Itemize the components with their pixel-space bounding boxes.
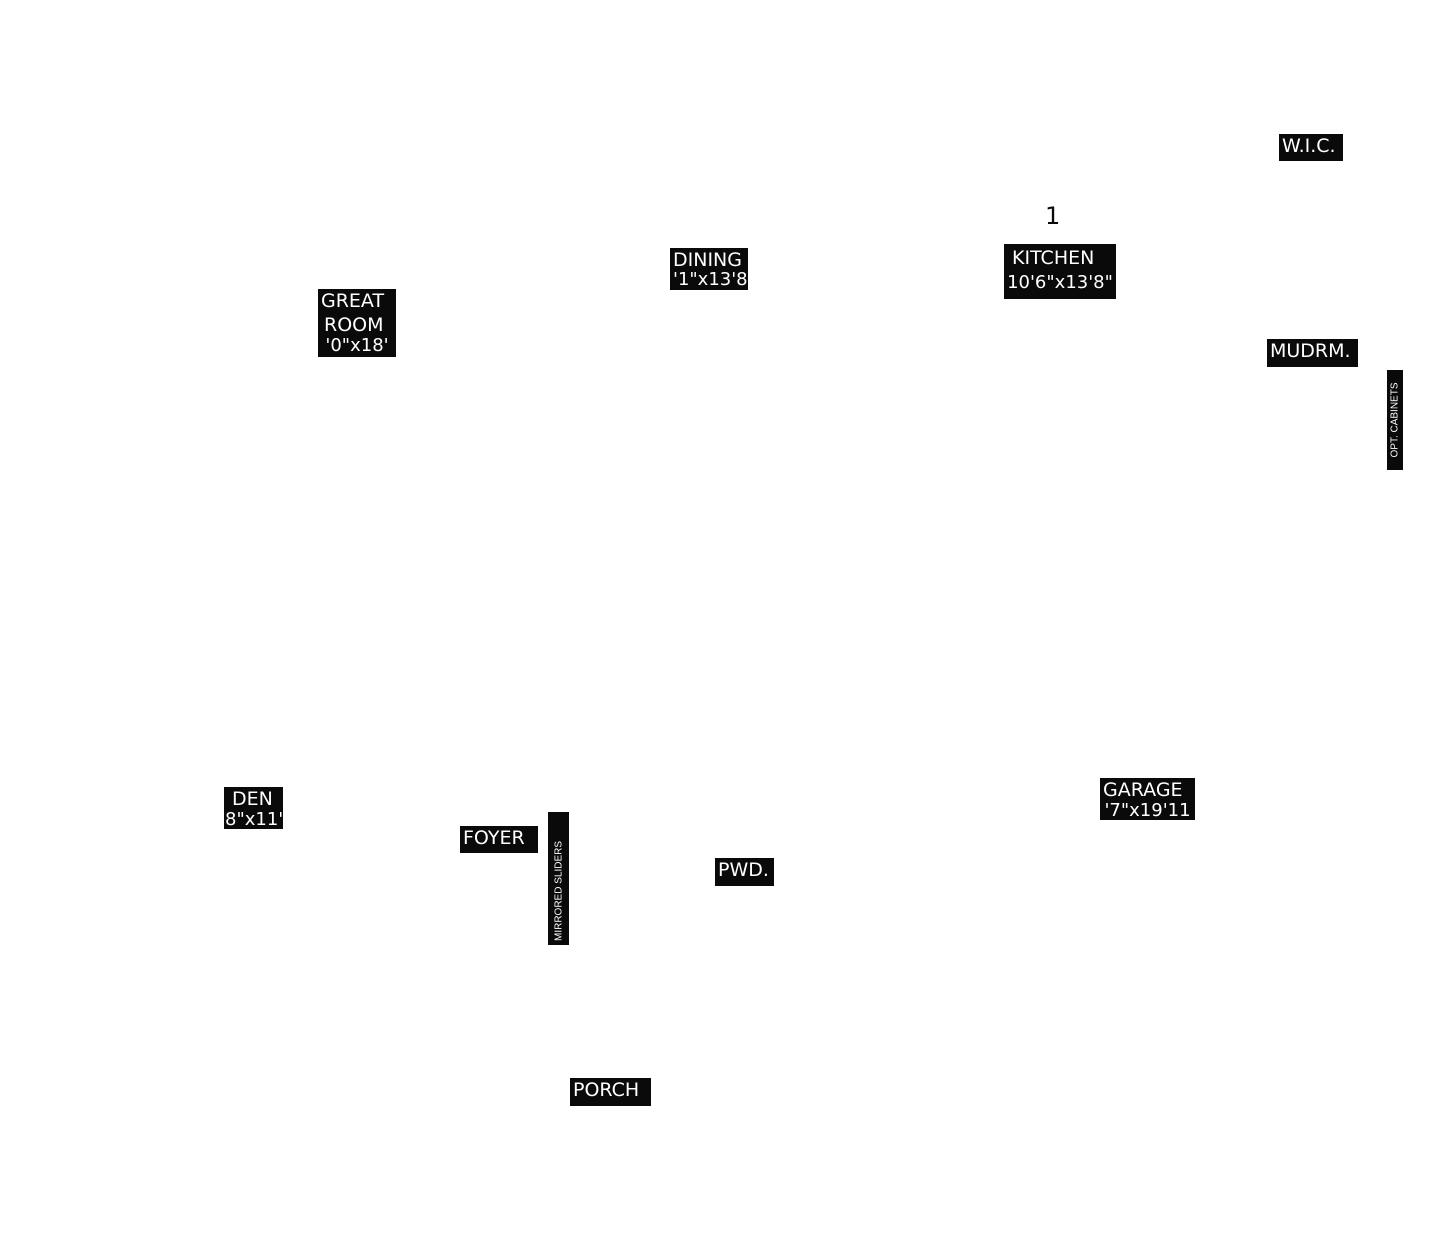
great-room-name-line1: GREAT [321,290,385,312]
room-label-dining: DINING '1"x13'8 [670,248,748,290]
opt-cabinets-text: OPT. CABINETS [1389,382,1401,458]
room-label-den: DEN 8"x11'9 [224,787,283,829]
dining-dimensions: '1"x13'8 [673,269,748,290]
dining-name: DINING [673,249,742,271]
powder-name: PWD. [718,859,769,881]
den-name: DEN [232,788,273,810]
room-label-porch: PORCH [570,1078,651,1106]
great-room-name-line2: ROOM [324,314,384,336]
room-label-great-room: GREAT ROOM '0"x18' [318,289,396,357]
room-label-wic: W.I.C. [1279,134,1343,161]
foyer-name: FOYER [463,827,525,849]
note-opt-cabinets: OPT. CABINETS [1387,370,1403,470]
room-label-garage: GARAGE '7"x19'11 [1100,778,1195,820]
room-label-kitchen: KITCHEN 10'6"x13'8" [1004,244,1116,299]
garage-dimensions: '7"x19'11 [1104,800,1191,820]
great-room-dimensions: '0"x18' [325,335,389,356]
note-mirrored-sliders: MIRRORED SLIDERS [548,812,569,945]
kitchen-dimensions: 10'6"x13'8" [1007,272,1113,293]
garage-name: GARAGE [1103,779,1183,801]
den-dimensions: 8"x11'9 [225,809,283,829]
room-label-foyer: FOYER [460,826,538,853]
wic-name: W.I.C. [1282,135,1336,157]
room-label-powder: PWD. [715,858,774,886]
floor-number: 1 [1045,202,1061,230]
porch-name: PORCH [573,1079,640,1101]
kitchen-name: KITCHEN [1012,247,1095,269]
room-label-mudroom: MUDRM. [1267,339,1358,367]
mudroom-name: MUDRM. [1270,340,1351,362]
mirrored-sliders-text: MIRRORED SLIDERS [553,840,564,941]
